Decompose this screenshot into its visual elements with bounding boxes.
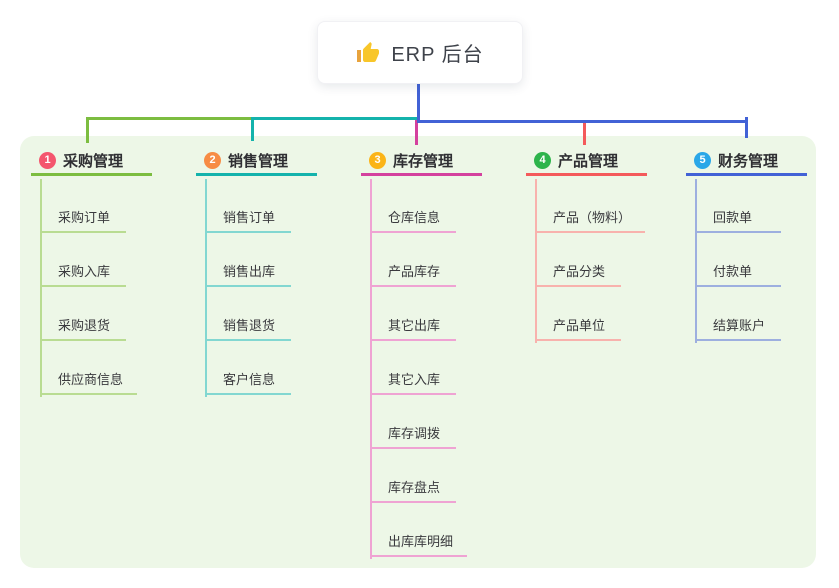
branch-1: 1 采购管理采购订单采购入库采购退货供应商信息 bbox=[31, 147, 152, 397]
branch-5: 5 财务管理回款单付款单结算账户 bbox=[686, 147, 807, 343]
branch-badge: 5 bbox=[694, 151, 711, 169]
child-item[interactable]: 采购入库 bbox=[40, 233, 126, 287]
branch-badge: 1 bbox=[39, 151, 56, 169]
branch-children: 销售订单销售出库销售退货客户信息 bbox=[205, 179, 291, 395]
child-item[interactable]: 产品分类 bbox=[535, 233, 621, 287]
branch-badge: 3 bbox=[369, 151, 386, 169]
child-item[interactable]: 供应商信息 bbox=[40, 341, 138, 395]
thumbs-up-icon bbox=[356, 41, 380, 65]
branch-label: 销售管理 bbox=[228, 152, 289, 170]
child-item[interactable]: 库存调拨 bbox=[370, 395, 456, 449]
branch-label: 采购管理 bbox=[63, 152, 124, 170]
branch-3: 3 库存管理仓库信息产品库存其它出库其它入库库存调拨库存盘点出库库明细 bbox=[361, 147, 482, 559]
child-item[interactable]: 仓库信息 bbox=[370, 179, 456, 233]
connector-line bbox=[583, 121, 586, 145]
branch-spine-line bbox=[535, 179, 537, 343]
branch-title-2[interactable]: 2 销售管理 bbox=[196, 147, 317, 176]
branch-spine-line bbox=[40, 179, 42, 397]
branch-2: 2 销售管理销售订单销售出库销售退货客户信息 bbox=[196, 147, 317, 397]
branch-children: 采购订单采购入库采购退货供应商信息 bbox=[40, 179, 138, 395]
child-item[interactable]: 其它出库 bbox=[370, 287, 456, 341]
branch-children: 产品（物料）产品分类产品单位 bbox=[535, 179, 646, 341]
child-item[interactable]: 销售订单 bbox=[205, 179, 291, 233]
root-label: ERP 后台 bbox=[391, 44, 484, 66]
mindmap-panel bbox=[20, 136, 816, 568]
connector-line bbox=[86, 117, 89, 143]
child-item[interactable]: 出库库明细 bbox=[370, 503, 468, 557]
child-item[interactable]: 客户信息 bbox=[205, 341, 291, 395]
child-item[interactable]: 销售出库 bbox=[205, 233, 291, 287]
child-item[interactable]: 付款单 bbox=[695, 233, 781, 287]
child-item[interactable]: 回款单 bbox=[695, 179, 781, 233]
child-item[interactable]: 产品（物料） bbox=[535, 179, 646, 233]
branch-badge: 2 bbox=[204, 151, 221, 169]
branch-badge: 4 bbox=[534, 151, 551, 169]
child-item[interactable]: 产品库存 bbox=[370, 233, 456, 287]
branch-title-3[interactable]: 3 库存管理 bbox=[361, 147, 482, 176]
branch-label: 产品管理 bbox=[558, 152, 619, 170]
connector-line bbox=[745, 117, 748, 138]
child-item[interactable]: 销售退货 bbox=[205, 287, 291, 341]
child-item[interactable]: 其它入库 bbox=[370, 341, 456, 395]
branch-spine-line bbox=[205, 179, 207, 397]
root-node[interactable]: ERP 后台 bbox=[317, 21, 523, 84]
connector-line bbox=[415, 117, 418, 145]
branch-spine-line bbox=[370, 179, 372, 559]
child-item[interactable]: 产品单位 bbox=[535, 287, 621, 341]
connector-line bbox=[251, 117, 420, 120]
connector-line bbox=[417, 120, 748, 123]
branch-children: 仓库信息产品库存其它出库其它入库库存调拨库存盘点出库库明细 bbox=[370, 179, 468, 557]
branch-children: 回款单付款单结算账户 bbox=[695, 179, 781, 341]
child-item[interactable]: 结算账户 bbox=[695, 287, 781, 341]
connector-line bbox=[417, 84, 420, 122]
branch-spine-line bbox=[695, 179, 697, 343]
connector-line bbox=[251, 117, 254, 141]
branch-title-1[interactable]: 1 采购管理 bbox=[31, 147, 152, 176]
branch-label: 库存管理 bbox=[393, 152, 454, 170]
branch-4: 4 产品管理产品（物料）产品分类产品单位 bbox=[526, 147, 647, 343]
child-item[interactable]: 库存盘点 bbox=[370, 449, 456, 503]
branch-title-4[interactable]: 4 产品管理 bbox=[526, 147, 647, 176]
child-item[interactable]: 采购订单 bbox=[40, 179, 126, 233]
branch-title-5[interactable]: 5 财务管理 bbox=[686, 147, 807, 176]
child-item[interactable]: 采购退货 bbox=[40, 287, 126, 341]
branch-label: 财务管理 bbox=[718, 152, 779, 170]
